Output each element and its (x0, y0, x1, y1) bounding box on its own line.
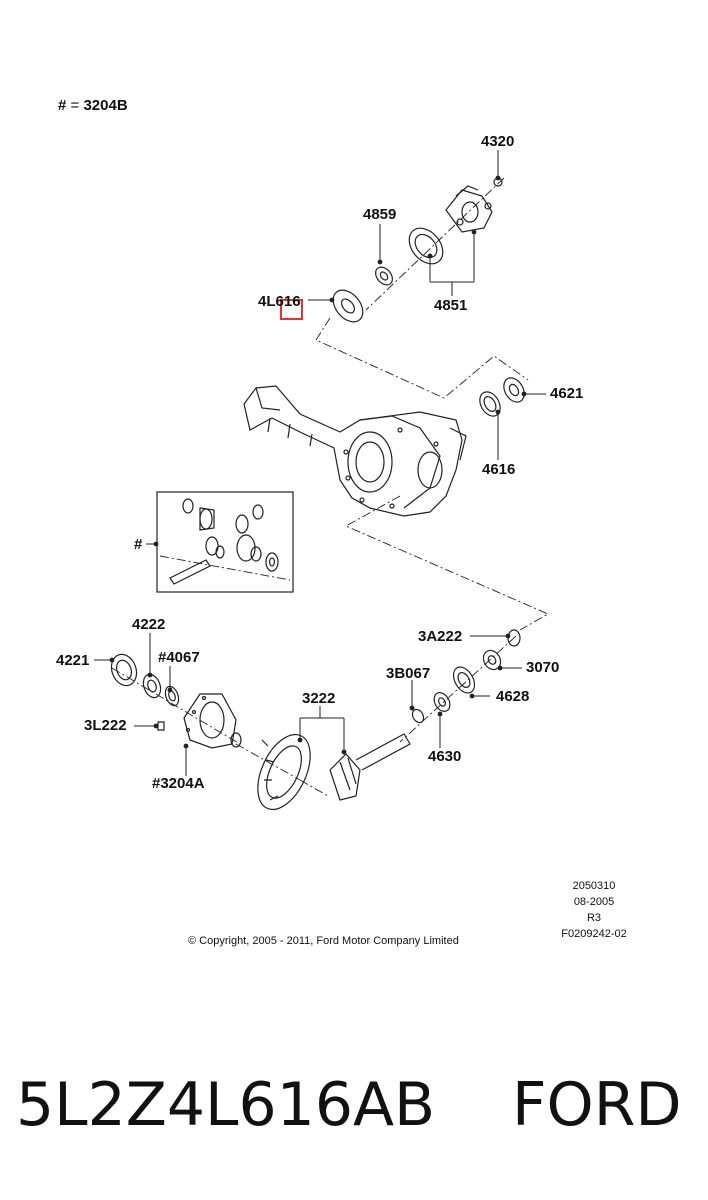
cup-4221 (110, 653, 138, 687)
pinion-yoke (445, 177, 503, 233)
callout-3204A: #3204A (152, 775, 205, 792)
leader-dots (109, 175, 527, 755)
callout-4630: 4630 (428, 748, 462, 765)
callout-4067: #4067 (158, 649, 200, 666)
meta-line-1: 2050310 (572, 880, 616, 892)
ref-value: 3204B (83, 97, 128, 114)
callout-4320: 4320 (481, 133, 515, 150)
cup-4628 (452, 666, 476, 694)
ring-gear (257, 733, 311, 811)
bolt-3L222 (157, 721, 165, 731)
copyright-text: © Copyright, 2005 - 2011, Ford Motor Com… (188, 935, 459, 947)
callout-hash: # (134, 536, 143, 553)
callout-3L222: 3L222 (84, 717, 127, 734)
callout-3B067: 3B067 (386, 665, 431, 682)
highlight-marker (280, 299, 303, 320)
spacer-3B067 (411, 708, 425, 724)
slinger-4L616 (332, 289, 364, 323)
meta-line-4: F0209242-02 (561, 928, 627, 940)
pinion-seal (408, 227, 444, 265)
bearing-4630 (433, 692, 451, 712)
axle-housing (243, 385, 467, 517)
callout-4628: 4628 (496, 688, 530, 705)
drawing-meta: 2050310 08-2005 R3 F0209242-02 (560, 880, 628, 941)
ref-header: # = 3204B (58, 98, 128, 113)
washer-4859 (375, 266, 393, 286)
callout-4L616: 4L616 (258, 293, 301, 310)
ref-hash: # (58, 97, 67, 114)
callout-4221: 4221 (56, 652, 90, 669)
differential-case (183, 693, 242, 749)
meta-line-2: 08-2005 (573, 896, 615, 908)
meta-line-3: R3 (586, 912, 602, 924)
centerlines (111, 177, 550, 797)
callout-3A222: 3A222 (418, 628, 463, 645)
callout-4222: 4222 (132, 616, 166, 633)
leader-lines (94, 150, 546, 776)
brand-caption: FORD (512, 1070, 682, 1140)
callout-4851: 4851 (434, 297, 468, 314)
ref-eq: = (70, 97, 80, 114)
differential-gears (169, 498, 279, 585)
pinion-gear (329, 733, 411, 801)
bearing-4621 (503, 377, 525, 403)
part-number-caption: 5L2Z4L616AB (16, 1070, 436, 1140)
cup-4616 (479, 391, 501, 417)
callout-3070: 3070 (526, 659, 560, 676)
callout-4859: 4859 (363, 206, 397, 223)
callout-3222: 3222 (302, 690, 336, 707)
callout-4616: 4616 (482, 461, 516, 478)
washer-3070 (482, 649, 502, 671)
callout-4621: 4621 (550, 385, 584, 402)
